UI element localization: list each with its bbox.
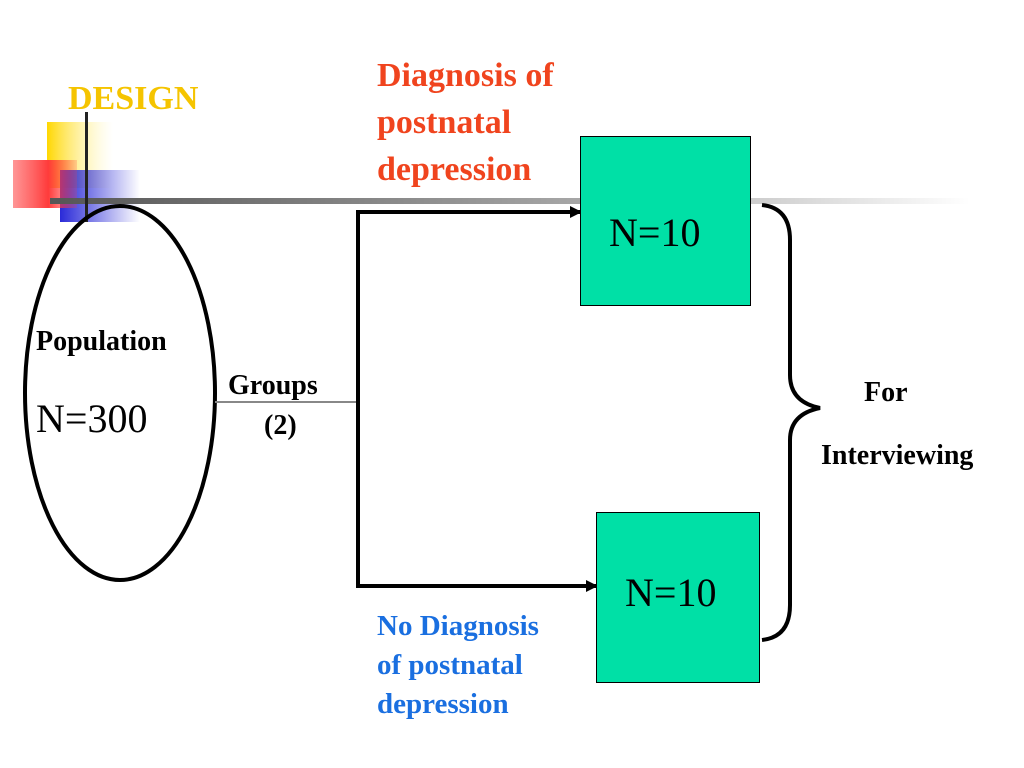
branch-bracket-line: [356, 210, 592, 588]
population-ellipse: [23, 204, 217, 582]
groups-count: (2): [264, 410, 297, 441]
no-diagnosis-label: No Diagnosis of postnatal depression: [377, 610, 539, 720]
groups-label: Groups: [228, 370, 318, 401]
slide-title: DESIGN: [68, 80, 199, 117]
interviewing-line-2: Interviewing: [821, 440, 974, 471]
diagnosis-label: Diagnosis of postnatal depression: [377, 57, 554, 188]
no-diagnosis-group-count: N=10: [625, 570, 717, 615]
deco-horizontal-line: [50, 198, 970, 204]
diagnosis-group-count: N=10: [609, 210, 701, 255]
population-label: Population: [36, 326, 167, 357]
curly-brace: [761, 203, 821, 642]
diagnosis-group-box: N=10: [580, 136, 751, 306]
interviewing-line-1: For: [864, 377, 908, 408]
deco-vertical-line: [85, 112, 88, 222]
no-diagnosis-group-box: N=10: [596, 512, 760, 683]
population-count: N=300: [36, 396, 148, 441]
